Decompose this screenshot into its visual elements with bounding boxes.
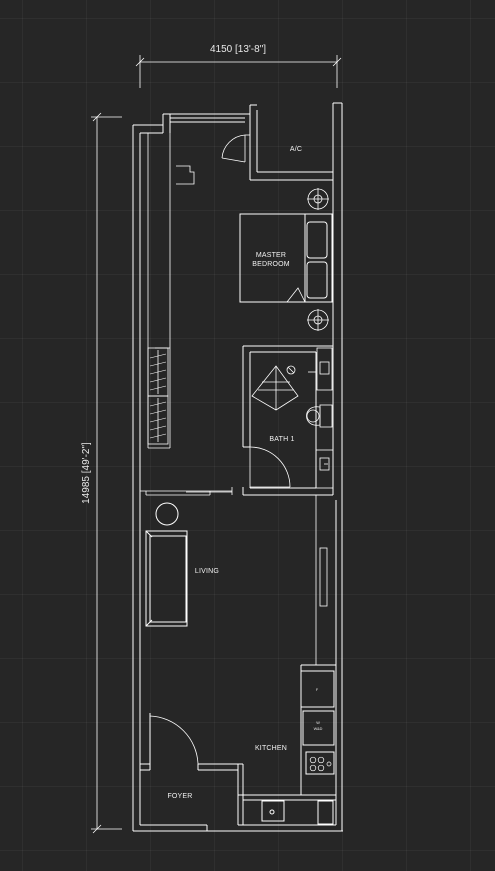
fridge xyxy=(300,670,335,708)
width-dimension-label: 4150 [13'-8"] xyxy=(210,44,266,55)
bath-vanity xyxy=(315,449,334,489)
fridge-label: F xyxy=(316,688,319,692)
bath-door xyxy=(249,446,291,488)
ceiling-light-upper xyxy=(307,188,329,210)
stove xyxy=(305,751,335,775)
living-furniture xyxy=(145,502,188,627)
ac-door xyxy=(221,134,250,163)
sliding-partition xyxy=(140,487,233,496)
kitchen-counter xyxy=(237,664,336,825)
height-dimension-label: 14985 [49'-2"] xyxy=(81,442,92,504)
master-bed xyxy=(239,213,333,303)
exterior-walls xyxy=(132,102,343,832)
bath-walls xyxy=(242,345,333,496)
height-dimension-line xyxy=(91,112,122,834)
tv-console xyxy=(315,495,328,665)
kitchen-sink xyxy=(261,800,285,822)
entrance-door xyxy=(149,715,199,765)
ceiling-light-lower xyxy=(307,309,329,331)
room-label-kitchen: KITCHEN xyxy=(255,745,287,752)
room-label-master-bedroom-1: MASTER xyxy=(256,252,286,259)
room-label-ac: A/C xyxy=(290,146,302,153)
shower-area xyxy=(251,365,299,411)
room-label-living: LIVING xyxy=(195,568,219,575)
left-wardrobe xyxy=(147,133,195,449)
washer-label-2: W&D xyxy=(314,727,323,731)
washer-label-1: W xyxy=(316,721,320,725)
room-label-master-bedroom-2: BEDROOM xyxy=(252,261,290,268)
room-label-foyer: FOYER xyxy=(167,793,192,800)
bath-shelf xyxy=(308,347,333,391)
toilet xyxy=(306,404,333,428)
washer xyxy=(302,710,335,746)
room-label-bath: BATH 1 xyxy=(269,436,294,443)
width-dimension-line xyxy=(135,55,342,88)
